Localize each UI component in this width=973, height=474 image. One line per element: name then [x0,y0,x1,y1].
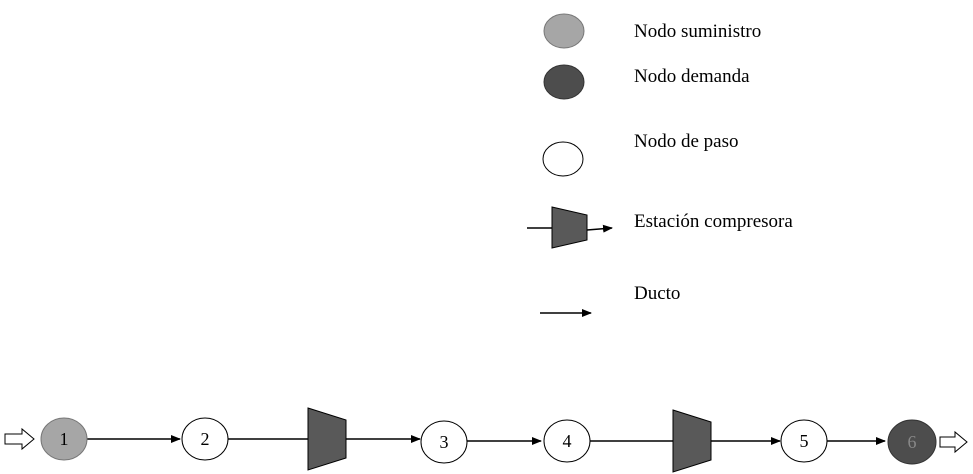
node-1-label: 1 [60,429,69,449]
legend-supply-node: Nodo suministro [543,13,761,49]
node-4: 4 [543,419,591,463]
node-6: 6 [887,419,937,465]
pass-node-icon [420,420,468,464]
legend-demand-node: Nodo demanda [543,64,750,100]
demand-node-icon [887,419,937,465]
node-5: 5 [780,419,828,463]
node-5-label: 5 [800,431,809,451]
legend-demand-node-icon [543,64,585,100]
node-4-label: 4 [563,431,572,451]
pass-node-icon [780,419,828,463]
node-3-label: 3 [440,432,449,452]
node-2-label: 2 [201,429,210,449]
legend-compressor-station: Estación compresora [527,206,793,249]
pass-node-icon [543,419,591,463]
legend-compressor-icon [551,206,588,249]
legend-duct-label: Ducto [634,283,680,304]
legend-supply-node-icon [543,13,585,49]
compressor-station-1 [307,407,347,471]
inflow-arrow-icon [4,427,35,451]
node-2: 2 [181,417,229,461]
outflow-arrow-icon [939,430,968,454]
legend-demand-node-label: Nodo demanda [634,66,750,87]
legend-compressor-out-arrow [586,224,613,233]
compressor-station-2 [672,409,712,473]
node-1: 1 [40,417,88,461]
pass-node-icon [181,417,229,461]
legend: Nodo suministro Nodo demanda Nodo de pas… [527,13,793,317]
legend-supply-node-label: Nodo suministro [634,21,761,42]
legend-duct: Ducto [540,283,680,317]
pipeline-network: 1 2 3 4 5 6 [4,407,968,473]
legend-pass-node-icon [542,141,584,177]
supply-node-icon [40,417,88,461]
legend-pass-node-label: Nodo de paso [634,131,738,152]
legend-pass-node: Nodo de paso [542,131,738,177]
node-6-label: 6 [908,432,917,452]
legend-compressor-label: Estación compresora [634,211,793,232]
node-3: 3 [420,420,468,464]
